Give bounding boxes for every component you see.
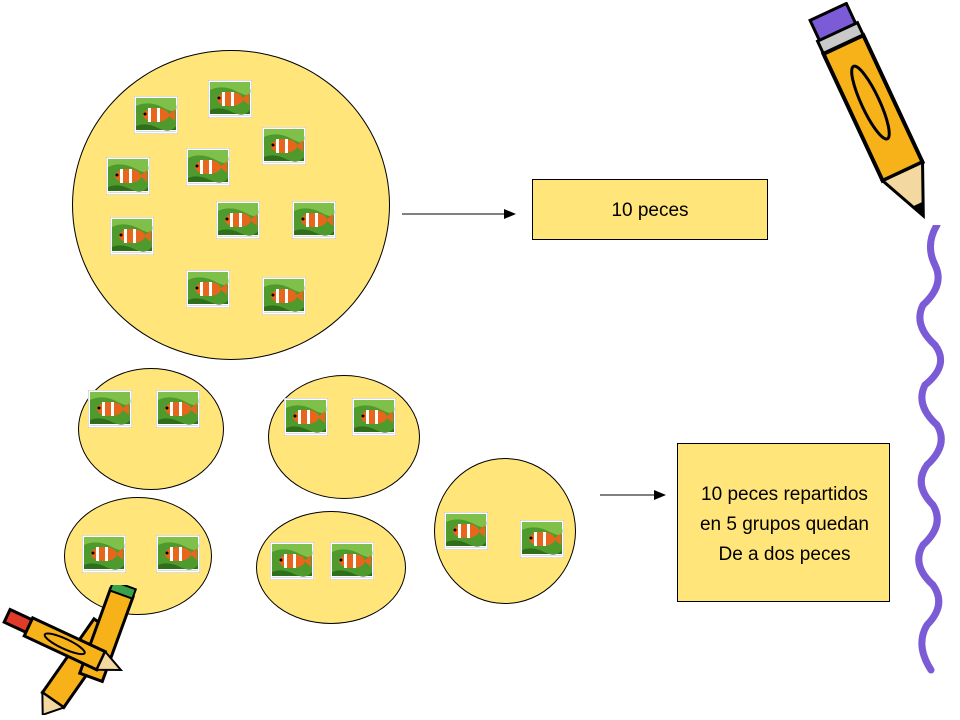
wavy-line-decoration <box>915 225 945 674</box>
fish-image <box>330 542 374 580</box>
fish-image <box>82 535 126 573</box>
fish-image <box>262 277 306 315</box>
result-text-box: 10 peces repartidos en 5 grupos quedan D… <box>677 443 890 602</box>
fish-image <box>134 96 178 134</box>
fish-image <box>444 512 488 550</box>
result-line-2: en 5 grupos quedan <box>699 514 870 535</box>
fish-image <box>208 80 252 118</box>
group-circle <box>268 375 420 499</box>
fish-image <box>270 542 314 580</box>
fish-image <box>520 520 564 558</box>
fish-image <box>106 157 150 195</box>
result-line-1: 10 peces repartidos <box>701 484 868 505</box>
total-fish-label: 10 peces <box>532 179 768 240</box>
fish-image <box>284 398 328 436</box>
fish-image <box>110 217 154 255</box>
pencil-icon <box>808 2 926 220</box>
fish-image <box>156 535 200 573</box>
fish-image <box>186 148 230 186</box>
fish-image <box>216 201 260 239</box>
fish-image <box>352 398 396 436</box>
fish-image <box>292 201 336 239</box>
fish-image <box>156 390 200 428</box>
fish-image <box>88 390 132 428</box>
fish-image <box>186 270 230 308</box>
arrow-right-icon <box>600 490 666 500</box>
group-circle <box>78 368 224 490</box>
fish-image <box>262 127 306 165</box>
result-line-3: De a dos peces <box>718 544 851 565</box>
pencils-icon <box>2 585 138 715</box>
arrow-right-icon <box>402 209 516 219</box>
